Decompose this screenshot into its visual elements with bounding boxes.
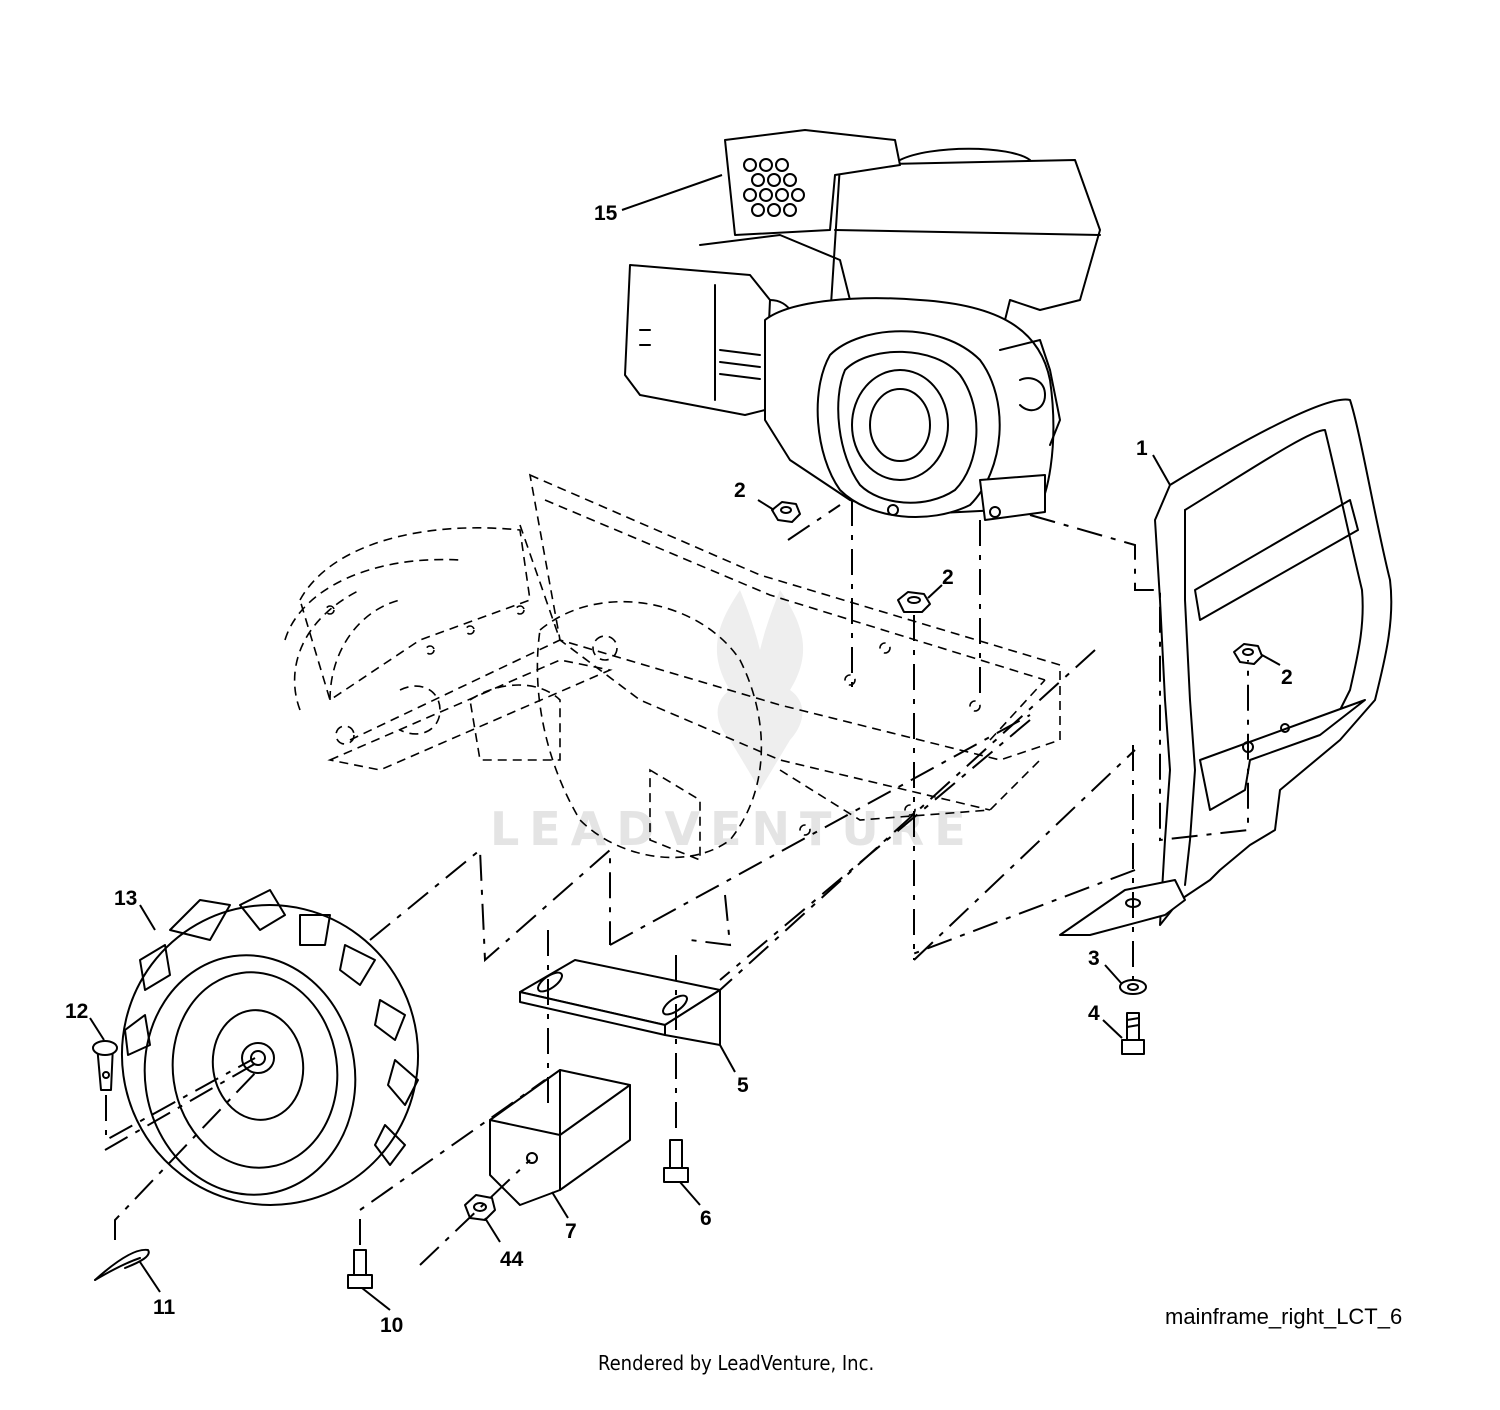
hairpin-clip xyxy=(94,1248,150,1281)
callout-15: 15 xyxy=(594,202,618,225)
watermark-text: LEADVENTURE xyxy=(490,802,976,856)
hex-bolt-bumper xyxy=(1121,1012,1145,1055)
credit-line: Rendered by LeadVenture, Inc. xyxy=(598,1351,874,1375)
weight-block xyxy=(489,1069,631,1206)
hex-nut-44 xyxy=(464,1194,496,1221)
callout-4: 4 xyxy=(1088,1002,1100,1025)
diagram-reference-code: mainframe_right_LCT_6 xyxy=(1165,1304,1402,1329)
assembly-lines xyxy=(89,174,1281,1311)
hex-bolt-10 xyxy=(347,1249,373,1289)
callout-1: 1 xyxy=(1136,437,1148,460)
wheel-and-tire xyxy=(120,889,420,1206)
callout-6: 6 xyxy=(700,1207,712,1230)
callout-3: 3 xyxy=(1088,947,1100,970)
engine xyxy=(624,129,1101,521)
callout-11: 11 xyxy=(153,1296,176,1319)
callout-12: 12 xyxy=(65,1000,88,1023)
hex-flange-nut-left xyxy=(771,501,801,523)
callout-44: 44 xyxy=(500,1248,524,1271)
callout-2-bumper: 2 xyxy=(1281,666,1293,689)
hex-flange-nut-center xyxy=(897,591,931,613)
hex-bolt-6 xyxy=(663,1139,689,1183)
callout-10: 10 xyxy=(380,1314,403,1337)
callout-2-engine-center: 2 xyxy=(942,566,954,589)
callout-7: 7 xyxy=(565,1220,577,1243)
clevis-pin xyxy=(92,1040,118,1091)
flat-washer xyxy=(1119,979,1147,995)
callout-5: 5 xyxy=(737,1074,749,1097)
callout-2-engine-left: 2 xyxy=(734,479,746,502)
callout-labels: 15 1 2 2 2 3 4 5 6 7 10 11 12 13 44 xyxy=(65,202,1293,1337)
watermark: LEADVENTURE xyxy=(490,590,976,856)
bumper-frame xyxy=(1059,398,1393,936)
callout-13: 13 xyxy=(114,887,137,910)
air-filter-grille xyxy=(743,158,805,217)
tiller-frame-ghost xyxy=(284,473,1061,862)
mounting-bracket xyxy=(519,959,721,1046)
